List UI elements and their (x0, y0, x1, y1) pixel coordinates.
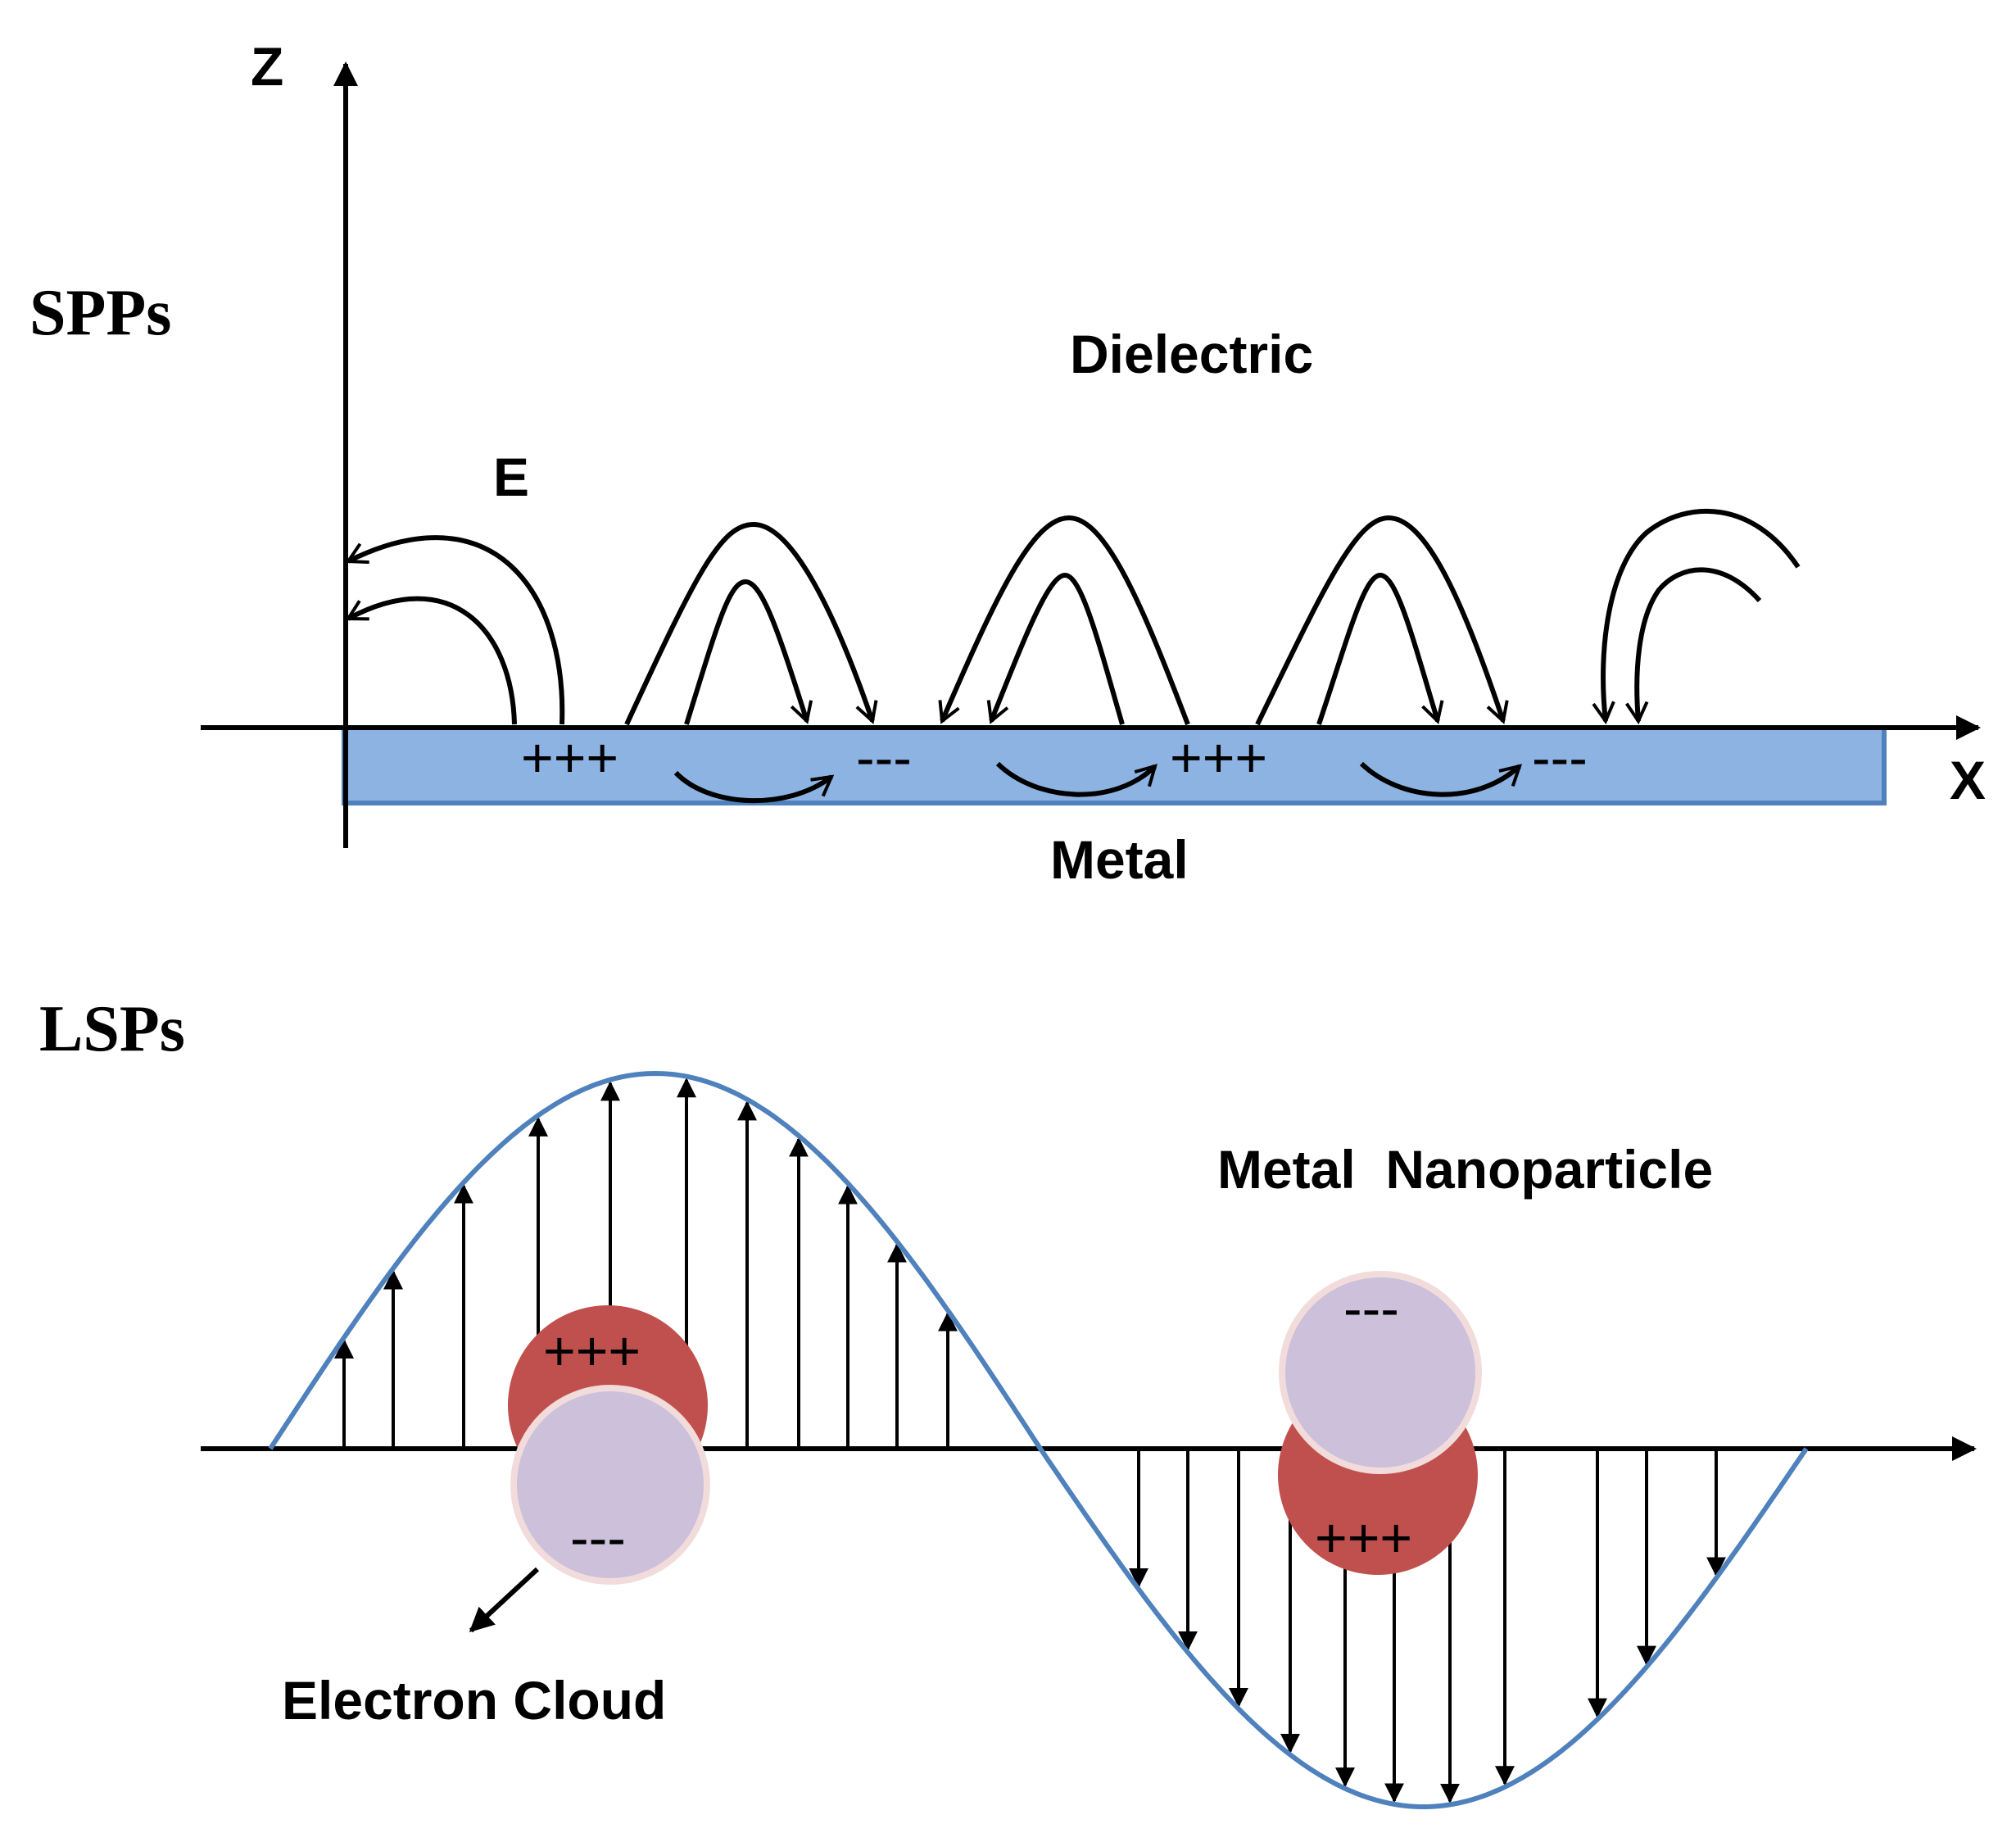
right-nanoparticle: --- +++ (1278, 1271, 1482, 1575)
field-line-4-inner (1316, 572, 1444, 725)
left-nanoparticle: +++ --- (508, 1305, 710, 1585)
field-line-3-outer (938, 515, 1190, 726)
charge-positive-1: +++ (521, 727, 618, 789)
field-line-3-inner (986, 572, 1125, 725)
spp-panel: SPPs Z X Dielectric E Metal +++ --- +++ … (29, 36, 1986, 890)
field-line-1-inner (345, 596, 517, 725)
charge-positive-2: +++ (1170, 727, 1267, 789)
electron-cloud-right (1279, 1271, 1482, 1474)
charge-negative-2: --- (1532, 727, 1588, 789)
field-label: E (493, 447, 529, 507)
charge-flow-arrows (673, 761, 1523, 804)
lsp-title: LSPs (39, 993, 185, 1065)
field-line-5-outer (1592, 508, 1801, 725)
charge-flow-arrow-1 (673, 770, 835, 804)
electron-cloud-left (510, 1385, 710, 1585)
lsp-panel: LSPs Metal Nanoparticle Electron Cloud +… (39, 993, 1977, 1809)
z-axis-label: Z (251, 36, 283, 97)
electron-cloud-pointer (469, 1567, 540, 1633)
right-top-charge: --- (1343, 1277, 1399, 1340)
field-line-4-outer (1255, 515, 1509, 726)
left-bottom-charge: --- (570, 1507, 626, 1569)
dielectric-label: Dielectric (1070, 324, 1313, 384)
charge-flow-arrow-2 (995, 761, 1158, 797)
spp-title: SPPs (29, 277, 171, 349)
right-bottom-charge: +++ (1315, 1507, 1412, 1569)
x-axis-label: X (1950, 750, 1986, 810)
field-line-1-outer (345, 535, 565, 725)
electron-cloud-label: Electron Cloud (282, 1670, 666, 1731)
e-field-lines (345, 508, 1801, 726)
charge-flow-arrow-3 (1359, 761, 1523, 797)
field-wave (268, 1070, 1809, 1809)
field-line-2-inner (684, 578, 813, 725)
field-line-5-inner (1625, 567, 1762, 725)
metal-label: Metal (1050, 829, 1189, 890)
field-line-2-outer (624, 521, 878, 726)
nanoparticle-label: Metal Nanoparticle (1217, 1139, 1713, 1200)
left-top-charge: +++ (543, 1320, 641, 1382)
charge-negative-1: --- (856, 727, 912, 789)
